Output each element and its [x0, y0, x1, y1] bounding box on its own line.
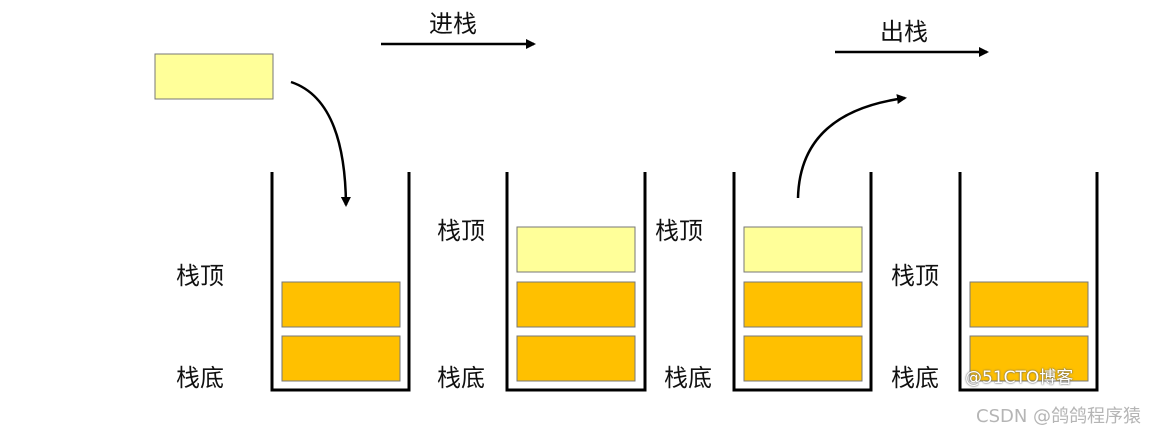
- stack-element: [516, 335, 636, 382]
- stack-element: [281, 335, 401, 382]
- stack-element: [281, 281, 401, 328]
- stack-3: [732, 172, 873, 392]
- stack-top-label: 栈顶: [655, 217, 703, 245]
- push-label: 进栈: [429, 10, 477, 38]
- stack-element: [743, 335, 863, 382]
- stack-bottom-label: 栈底: [437, 364, 485, 392]
- stack-element: [743, 281, 863, 328]
- pop-label: 出栈: [880, 18, 928, 46]
- stack-element: [516, 281, 636, 328]
- pop-curve-arrow: [796, 94, 907, 199]
- stack-element-new: [516, 226, 636, 273]
- stack-top-label: 栈顶: [176, 262, 224, 290]
- incoming-element: [154, 53, 274, 100]
- stack-bottom-label: 栈底: [664, 364, 712, 392]
- watermark-csdn: CSDN @鸽鸽程序猿: [976, 406, 1142, 427]
- stack-container: [505, 172, 647, 392]
- stack-2: [505, 172, 647, 392]
- watermark-51cto: @51CTO博客: [965, 368, 1074, 388]
- stack-container: [732, 172, 873, 392]
- stack-bottom-label: 栈底: [176, 364, 224, 392]
- push-curve-arrow: [290, 80, 351, 207]
- stack-top-label: 栈顶: [891, 262, 939, 290]
- stack-container: [958, 172, 1099, 392]
- stack-element: [969, 335, 1089, 382]
- stack-bottom-label: 栈底: [891, 364, 939, 392]
- stack-top-label: 栈顶: [437, 217, 485, 245]
- stack-element-new: [743, 226, 863, 273]
- stack-element: [969, 281, 1089, 328]
- stack-1: [270, 172, 411, 392]
- stack-container: [270, 172, 411, 392]
- stack-4: [958, 172, 1099, 392]
